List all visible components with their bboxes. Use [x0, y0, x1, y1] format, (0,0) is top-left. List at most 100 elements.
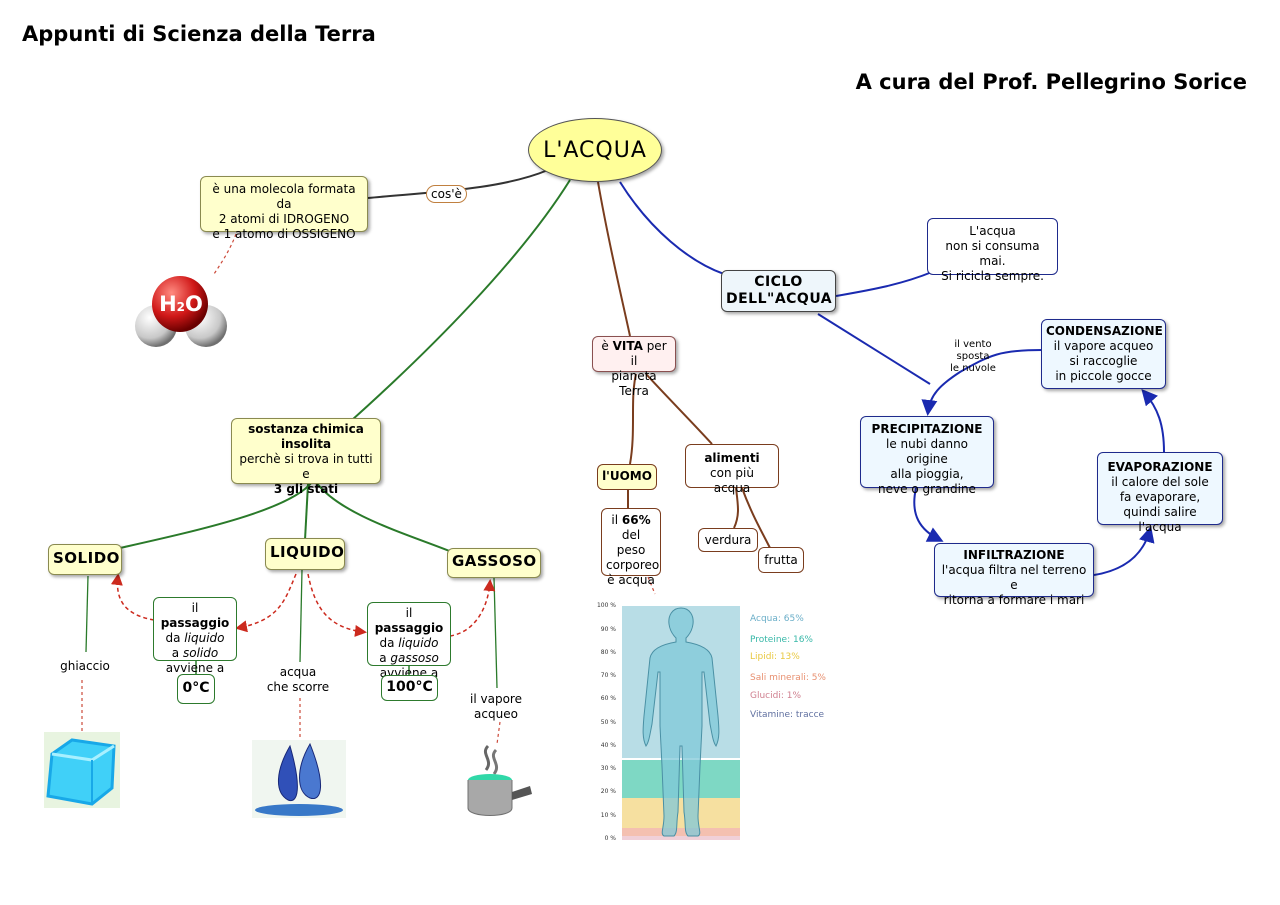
tick-20: 20 %: [600, 788, 616, 795]
arrow-liquido-passaggio1: [235, 573, 297, 633]
condensazione-line1: il vapore acqueo: [1053, 339, 1154, 353]
precipitazione-line1: le nubi danno origine: [885, 437, 969, 466]
p1-line1: il passaggio: [160, 601, 230, 630]
arrow-condensazione-precipitazione: [921, 349, 1043, 416]
node-passaggio-solido[interactable]: il passaggio da liquido a solido avviene…: [153, 597, 237, 675]
legend-vitamine: Vitamine: tracce: [750, 710, 825, 720]
molecola-line2: 2 atomi di IDROGENO: [218, 212, 350, 226]
node-solido[interactable]: SOLIDO: [48, 544, 122, 575]
non-consuma-line3: Si ricicla sempre.: [941, 269, 1044, 283]
node-sostanza[interactable]: sostanza chimica insolita perchè si trov…: [231, 418, 381, 496]
infiltrazione-line2: ritorna a formare i mari: [943, 593, 1085, 607]
dash-molecule-image: [213, 233, 237, 275]
link-ciclo: [619, 181, 725, 275]
peso-line4: è acqua: [607, 573, 655, 587]
node-gassoso[interactable]: GASSOSO: [447, 548, 541, 578]
molecola-line3: e 1 atomo di OSSIGENO: [212, 227, 356, 241]
p1-line3: a solido: [171, 646, 219, 660]
non-consuma-line1: L'acqua: [969, 224, 1016, 238]
node-alimenti[interactable]: alimenti con più acqua: [685, 444, 779, 495]
chart-bars: [622, 606, 740, 840]
vita-line1: è VITA per il: [601, 339, 667, 368]
link-non-consuma: [835, 271, 933, 297]
h2o-formula: H2O: [159, 292, 203, 316]
alimenti-line2: con più acqua: [710, 466, 754, 495]
arrow-passaggio2-gassoso: [449, 579, 496, 637]
ice-cube-image: [44, 732, 120, 808]
tick-0: 0 %: [604, 835, 616, 842]
node-uomo[interactable]: l'UOMO: [597, 464, 657, 490]
legend-lipidi: Lipidi: 13%: [750, 652, 800, 662]
node-non-consuma[interactable]: L'acqua non si consuma mai. Si ricicla s…: [927, 218, 1058, 283]
link-vapore: [493, 577, 498, 689]
node-verdura[interactable]: verdura: [698, 528, 758, 552]
legend-proteine: Proteine: 16%: [750, 635, 813, 645]
evaporazione-title: EVAPORAZIONE: [1107, 460, 1213, 474]
tick-40: 40 %: [600, 742, 616, 749]
link-alimenti: [645, 373, 713, 445]
condensazione-line3: in piccole gocce: [1055, 369, 1152, 383]
central-label: L'ACQUA: [543, 137, 647, 163]
tick-30: 30 %: [600, 765, 616, 772]
link-ghiaccio: [85, 575, 89, 653]
peso-line1: il 66%: [611, 513, 651, 527]
node-temp-0[interactable]: 0°C: [177, 674, 215, 704]
node-molecola[interactable]: è una molecola formata da 2 atomi di IDR…: [200, 176, 368, 241]
human-body-silhouette: [642, 607, 720, 837]
central-node-acqua[interactable]: L'ACQUA: [528, 118, 662, 182]
arrow-passaggio1-solido: [110, 573, 155, 621]
condensazione-line2: si raccoglie: [1069, 354, 1138, 368]
node-passaggio-gassoso[interactable]: il passaggio da liquido a gassoso avvien…: [367, 602, 451, 680]
legend-acqua: Acqua: 65%: [750, 614, 804, 624]
precipitazione-line2: alla pioggia,: [890, 467, 964, 481]
tick-80: 80 %: [600, 649, 616, 656]
link-verdura: [733, 487, 739, 529]
p2-line1: il passaggio: [374, 606, 444, 635]
link-uomo: [629, 373, 637, 465]
arrow-evaporazione-condensazione: [1141, 388, 1165, 453]
alimenti-line1: alimenti: [704, 451, 760, 465]
p1-line2: da liquido: [165, 631, 225, 645]
node-peso[interactable]: il 66% del peso corporeo è acqua: [601, 508, 661, 587]
sostanza-line4: 3 gli stati: [273, 482, 339, 496]
link-solido: [119, 481, 313, 549]
evaporazione-line3: quindi salire l'acqua: [1123, 505, 1197, 534]
legend-sali: Sali minerali: 5%: [750, 673, 826, 683]
p2-line2: da liquido: [379, 636, 439, 650]
sostanza-line2: insolita: [280, 437, 332, 451]
ciclo-line2: DELL"ACQUA: [726, 291, 833, 307]
sostanza-line3: perchè si trova in tutti e: [239, 452, 373, 481]
arrow-liquido-passaggio2: [307, 573, 367, 637]
peso-line3: corporeo: [606, 558, 660, 572]
link-liquido: [304, 483, 309, 541]
link-precipitazione: [817, 313, 931, 385]
node-vita[interactable]: è VITA per il pianeta Terra: [592, 336, 676, 398]
node-temp-100[interactable]: 100°C: [381, 675, 438, 701]
infiltrazione-title: INFILTRAZIONE: [963, 548, 1065, 562]
chart-ticks: 100 % 90 % 80 % 70 % 60 % 50 % 40 % 30 %…: [592, 600, 618, 844]
node-precipitazione[interactable]: PRECIPITAZIONE le nubi danno origine all…: [860, 416, 994, 496]
sostanza-line1: sostanza chimica: [248, 422, 364, 436]
legend-glucidi: Glucidi: 1%: [750, 691, 802, 701]
body-composition-chart: 100 % 90 % 80 % 70 % 60 % 50 % 40 % 30 %…: [592, 600, 832, 848]
node-infiltrazione[interactable]: INFILTRAZIONE l'acqua filtra nel terreno…: [934, 543, 1094, 607]
node-ciclo-acqua[interactable]: CICLO DELL"ACQUA: [721, 270, 836, 312]
precipitazione-title: PRECIPITAZIONE: [871, 422, 983, 436]
node-evaporazione[interactable]: EVAPORAZIONE il calore del sole fa evapo…: [1097, 452, 1223, 534]
label-ghiaccio: ghiaccio: [60, 659, 110, 673]
dash-vapore-image: [496, 721, 501, 745]
precipitazione-line3: neve o grandine: [878, 482, 976, 496]
h2o-molecule-image: H2O: [132, 274, 228, 352]
node-liquido[interactable]: LIQUIDO: [265, 538, 345, 570]
molecola-line1: è una molecola formata da: [212, 182, 356, 211]
non-consuma-line2: non si consuma mai.: [945, 239, 1040, 268]
p1-line4: avviene a: [165, 661, 225, 675]
node-frutta[interactable]: frutta: [758, 547, 804, 573]
link-acqua-scorre: [299, 569, 303, 663]
link-sostanza: [351, 179, 571, 421]
node-condensazione[interactable]: CONDENSAZIONE il vapore acqueo si raccog…: [1041, 319, 1166, 389]
tick-90: 90 %: [600, 626, 616, 633]
link-frutta: [741, 487, 771, 549]
